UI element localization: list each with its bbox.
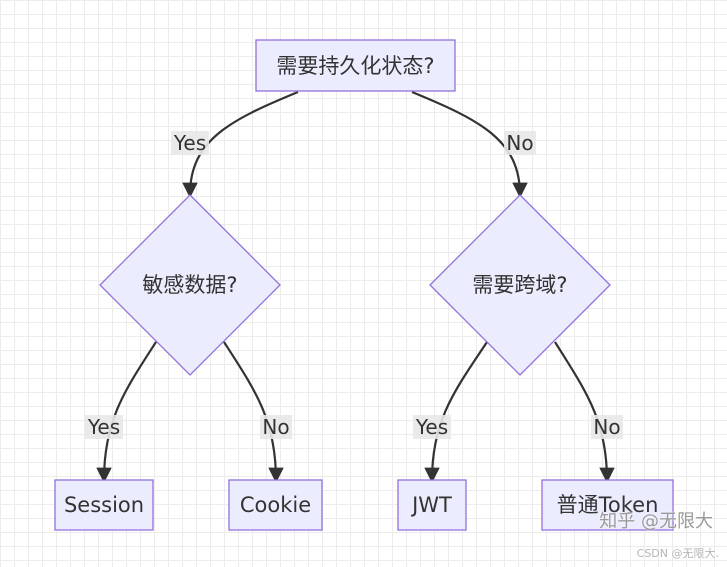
svg-text:Session: Session — [64, 493, 144, 517]
node-token: 普通Token — [541, 479, 674, 531]
node-session: Session — [54, 479, 154, 531]
svg-text:普通Token: 普通Token — [557, 493, 659, 517]
edge-root-no — [411, 90, 528, 199]
svg-text:需要跨域?: 需要跨域? — [472, 273, 567, 297]
edge-label-cross-yes: Yes — [413, 415, 451, 439]
svg-text:Yes: Yes — [415, 415, 448, 439]
node-cross-domain: 需要跨域? — [429, 194, 611, 376]
edge-label-sensitive-yes: Yes — [85, 415, 123, 439]
edge-sensitive-no — [223, 341, 284, 484]
edge-label-root-no: No — [504, 131, 536, 155]
edge-label-cross-no: No — [591, 415, 623, 439]
node-sensitive-data: 敏感数据? — [99, 194, 281, 376]
node-jwt: JWT — [397, 479, 467, 531]
svg-text:Yes: Yes — [87, 415, 120, 439]
svg-text:敏感数据?: 敏感数据? — [142, 273, 237, 297]
svg-text:JWT: JWT — [410, 493, 452, 517]
edge-label-root-yes: Yes — [171, 131, 209, 155]
edge-cross-yes — [424, 341, 488, 484]
edge-label-sensitive-no: No — [260, 415, 292, 439]
edge-root-yes — [182, 90, 299, 199]
edge-sensitive-yes — [96, 341, 157, 484]
watermark-csdn: CSDN @无限大. — [636, 547, 719, 560]
svg-text:Cookie: Cookie — [240, 493, 311, 517]
watermark-zhihu: 知乎 @无限大 — [599, 511, 713, 532]
node-cookie: Cookie — [228, 479, 323, 531]
node-root: 需要持久化状态? — [255, 39, 456, 92]
svg-text:No: No — [262, 415, 289, 439]
svg-text:Yes: Yes — [173, 131, 206, 155]
svg-text:需要持久化状态?: 需要持久化状态? — [276, 54, 434, 78]
svg-text:No: No — [593, 415, 620, 439]
edge-cross-no — [554, 341, 615, 484]
svg-text:No: No — [506, 131, 533, 155]
